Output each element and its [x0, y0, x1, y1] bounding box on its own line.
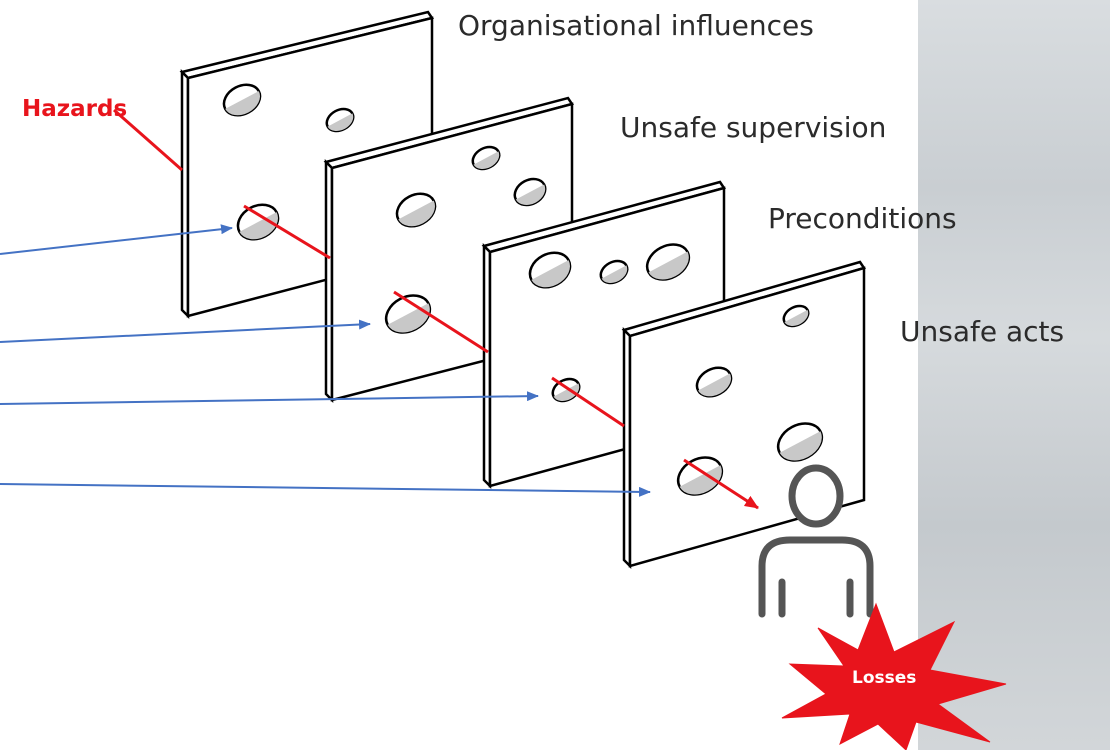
hazard-trajectory — [113, 108, 759, 510]
hole — [528, 251, 572, 289]
layer-label-unsafe-supervision: Unsafe supervision — [620, 111, 887, 144]
hole — [513, 177, 547, 207]
hole — [384, 294, 432, 334]
explosion-starburst-icon — [781, 602, 1007, 750]
hole — [471, 145, 501, 171]
hazard-arrow — [683, 458, 759, 510]
pointer-arrow-layer-4 — [0, 483, 651, 497]
hazards-label: Hazards — [22, 96, 128, 122]
hole — [236, 203, 280, 241]
hole — [676, 456, 724, 496]
pointer-arrow-layer-3 — [0, 391, 539, 405]
layer-label-organisational-influences: Organisational influences — [458, 9, 814, 42]
hole — [325, 107, 355, 133]
hole — [222, 83, 262, 117]
pointer-arrows — [0, 224, 651, 497]
pointer-arrow-layer-2 — [0, 319, 371, 343]
hole — [645, 243, 691, 281]
layer-label-unsafe-acts: Unsafe acts — [900, 315, 1065, 348]
layer-label-preconditions: Preconditions — [768, 202, 957, 235]
pointer-arrow-layer-1 — [0, 224, 233, 255]
hole — [776, 422, 824, 462]
hole — [599, 259, 629, 285]
hole — [695, 366, 733, 398]
person-icon — [758, 464, 874, 618]
hole — [782, 304, 810, 328]
hole — [395, 192, 437, 228]
losses-label: Losses — [852, 668, 917, 688]
hazard-leader-line — [113, 108, 183, 172]
